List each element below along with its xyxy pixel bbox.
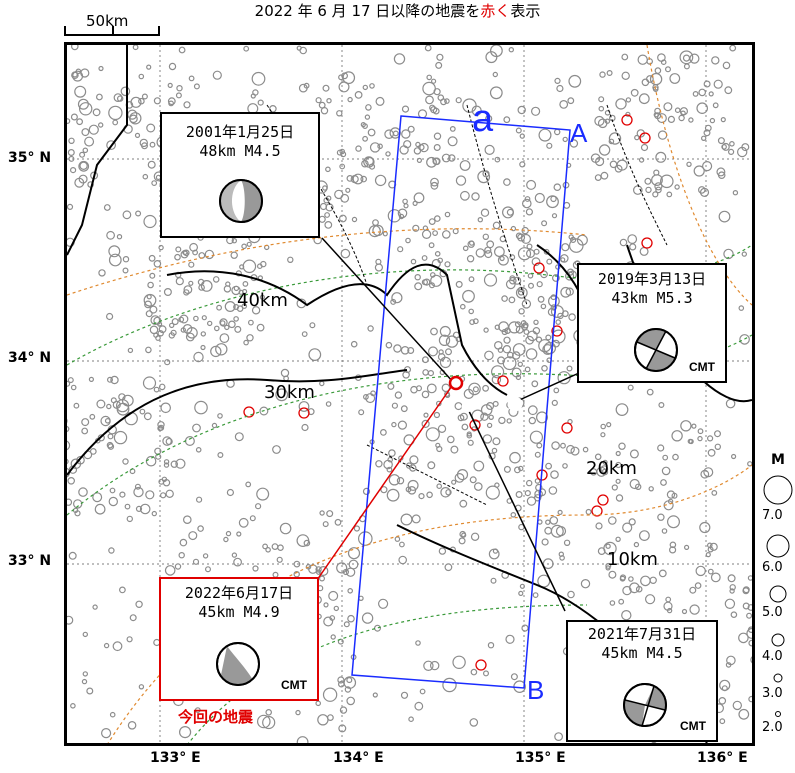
cmt-label: CMT: [689, 360, 715, 374]
section-start: A: [570, 118, 588, 148]
legend-value: 6.0: [762, 560, 783, 575]
scale-bar: 50km: [64, 12, 160, 36]
section-label: a: [472, 98, 494, 140]
contour-label-20km: 20km: [586, 458, 637, 479]
focal-mechanism-icon: [219, 179, 263, 223]
event-date: 2019年3月13日: [597, 270, 707, 288]
legend-value: 2.0: [762, 720, 783, 735]
lon-label-134: 134° E: [333, 750, 384, 766]
legend-circles: [763, 475, 793, 717]
callout-2021[interactable]: 2021年7月31日 45km M4.5 CMT: [566, 620, 718, 742]
main-events: [448, 375, 523, 413]
focal-mechanism-icon: [216, 642, 260, 686]
lon-label-136: 136° E: [697, 750, 748, 766]
lon-label-135: 135° E: [515, 750, 566, 766]
event-2021-marker: [461, 401, 473, 413]
leader-lines: [316, 237, 580, 612]
scale-label: 50km: [86, 12, 129, 30]
cmt-label: CMT: [680, 719, 706, 733]
legend-value: 5.0: [762, 605, 783, 620]
callout-2001[interactable]: 2001年1月25日 48km M4.5: [160, 112, 320, 238]
magnitude-legend: M 7.0 6.0 5.0 4.0 3.0 2.0: [760, 452, 795, 752]
legend-value: 3.0: [762, 686, 783, 701]
lat-label-34: 34° N: [8, 350, 52, 366]
event-depth-mag: 48km M4.5: [199, 142, 281, 160]
map-title: 2022 年 6 月 17 日以降の地震を赤く表示: [254, 2, 541, 20]
cmt-label: CMT: [281, 678, 307, 692]
callout-2019[interactable]: 2019年3月13日 43km M5.3 CMT: [577, 263, 727, 383]
legend-title: M: [771, 452, 785, 468]
event-depth-mag: 45km M4.9: [198, 603, 280, 621]
callout-2022[interactable]: 2022年6月17日 45km M4.9 CMT: [159, 577, 319, 701]
current-event-caption: 今回の地震: [178, 708, 254, 726]
event-2022-marker: [448, 375, 464, 391]
event-date: 2021年7月31日: [587, 625, 697, 643]
legend-value: 4.0: [762, 649, 783, 664]
contour-label-10km: 10km: [607, 549, 658, 570]
event-date: 2022年6月17日: [184, 584, 294, 602]
focal-mechanism-icon: [634, 328, 678, 372]
cross-section-box: [351, 115, 571, 689]
lon-label-133: 133° E: [150, 750, 201, 766]
lat-label-33: 33° N: [8, 553, 52, 569]
event-date: 2001年1月25日: [185, 123, 295, 141]
focal-mechanism-icon: [623, 683, 667, 727]
event-2019-marker: [507, 396, 523, 412]
contour-label-30km: 30km: [264, 382, 315, 403]
contour-label-40km: 40km: [237, 290, 288, 311]
event-depth-mag: 45km M4.5: [601, 644, 683, 662]
event-depth-mag: 43km M5.3: [611, 289, 693, 307]
section-end: B: [527, 675, 545, 705]
seismicity-dots: [67, 45, 752, 743]
lat-label-35: 35° N: [8, 150, 52, 166]
legend-value: 7.0: [762, 508, 783, 523]
